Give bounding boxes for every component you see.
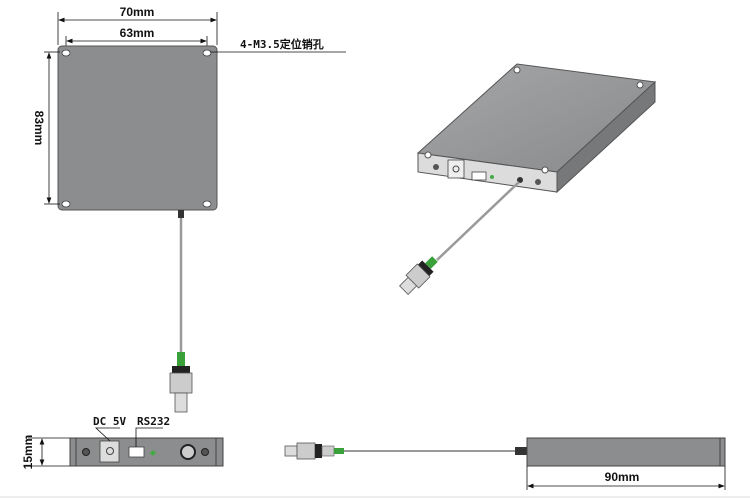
iso-fiber-cable [436, 181, 520, 261]
dc-power-jack [99, 440, 120, 463]
fiber-port [180, 444, 196, 460]
dimension-83mm: 83mm [32, 111, 46, 146]
rs232-label: RS232 [137, 415, 170, 428]
front-panel [69, 437, 224, 467]
fiber-connector [169, 352, 193, 413]
dc-5v-label: DC 5V [93, 415, 126, 428]
side-body [526, 437, 726, 467]
module-plate [57, 45, 218, 211]
rs232-port [128, 446, 145, 458]
hole-annotation: 4-M3.5定位销孔 [240, 37, 324, 51]
front-view: 15mm DC 5V RS232 [21, 415, 224, 470]
side-view: 90mm [284, 437, 726, 490]
dimension-90mm: 90mm [605, 470, 640, 484]
isometric-view [399, 63, 657, 295]
top-view: 70mm 63mm 4-M3.5定位销孔 83mm [32, 5, 346, 413]
dimension-70mm: 70mm [120, 5, 155, 19]
dimension-15mm: 15mm [21, 435, 35, 470]
iso-fiber-connector [399, 256, 438, 295]
dimension-63mm: 63mm [120, 26, 155, 40]
mounting-holes [61, 49, 212, 208]
side-fiber-connector [284, 442, 344, 460]
